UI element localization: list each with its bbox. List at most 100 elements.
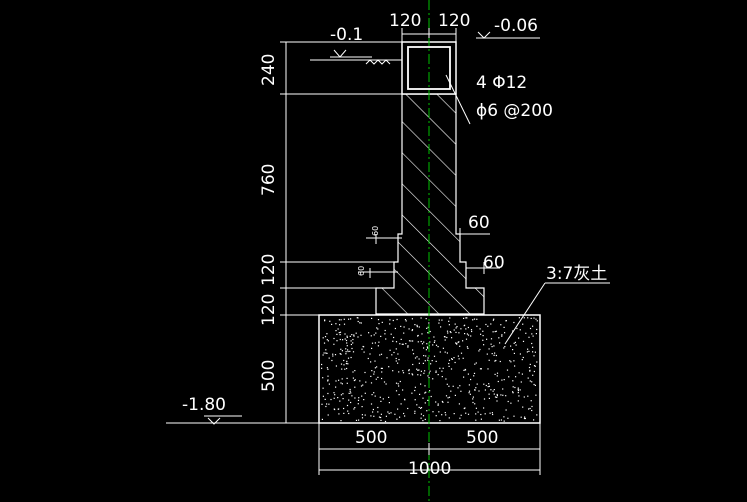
speckle-dot [493, 354, 495, 356]
speckle-dot [473, 372, 476, 374]
speckle-dot [344, 338, 346, 340]
speckle-dot [452, 385, 454, 387]
speckle-dot [496, 400, 498, 402]
speckle-dot [488, 393, 490, 395]
speckle-dot [326, 339, 328, 341]
speckle-dot [495, 359, 497, 362]
speckle-dot [373, 415, 375, 417]
speckle-dot [412, 353, 415, 355]
speckle-dot [335, 386, 337, 388]
speckle-dot [463, 317, 465, 319]
speckle-dot [340, 353, 342, 355]
speckle-dot [374, 360, 376, 362]
speckle-dot [372, 408, 374, 411]
speckle-dot [333, 392, 335, 394]
speckle-dot [447, 401, 449, 403]
speckle-dot [444, 339, 446, 341]
speckle-dot [324, 336, 327, 338]
speckle-dot [505, 409, 507, 411]
speckle-dot [398, 371, 400, 373]
ring-beam-rebar-cage [407, 46, 451, 90]
speckle-dot [342, 339, 344, 341]
speckle-dot [411, 329, 414, 331]
speckle-dot [444, 351, 446, 353]
speckle-dot [357, 403, 359, 405]
speckle-dot [327, 414, 329, 416]
speckle-dot [377, 328, 379, 330]
speckle-dot [524, 416, 526, 418]
speckle-dot [483, 344, 485, 346]
speckle-dot [518, 317, 520, 319]
speckle-dot [348, 412, 350, 415]
speckle-dot [488, 383, 490, 385]
speckle-dot [396, 318, 398, 321]
speckle-dot [380, 413, 382, 415]
speckle-dot [477, 411, 479, 413]
speckle-dot [531, 342, 533, 345]
speckle-dot [361, 414, 363, 416]
speckle-dot [335, 330, 337, 332]
speckle-dot [526, 351, 528, 353]
speckle-dot [322, 387, 324, 389]
speckle-dot [347, 363, 349, 365]
speckle-dot [327, 392, 329, 395]
speckle-dot [435, 360, 437, 362]
speckle-dot [402, 389, 404, 391]
speckle-dot [487, 325, 489, 327]
speckle-dot [459, 385, 461, 387]
rebar-main-label: 4 Φ12 [476, 73, 527, 93]
speckle-dot [522, 340, 525, 342]
speckle-dot [427, 359, 429, 361]
speckle-dot [488, 359, 490, 361]
speckle-dot [346, 377, 348, 379]
speckle-dot [349, 350, 351, 352]
speckle-dot [448, 385, 450, 387]
speckle-dot [472, 401, 474, 404]
speckle-dot [325, 352, 327, 354]
speckle-dot [416, 356, 418, 358]
speckle-dot [446, 383, 448, 385]
speckle-dot [404, 319, 407, 321]
level-bottom: -1.80 [182, 395, 226, 415]
speckle-dot [354, 370, 356, 372]
speckle-dot [407, 346, 409, 348]
speckle-dot [426, 346, 428, 348]
speckle-dot [455, 342, 457, 344]
speckle-dot [429, 390, 431, 392]
speckle-dot [492, 319, 494, 321]
speckle-dot [445, 378, 447, 380]
speckle-dot [343, 323, 346, 325]
speckle-dot [423, 355, 425, 357]
speckle-dot [411, 329, 413, 332]
speckle-dot [439, 351, 441, 353]
speckle-dot [456, 343, 458, 345]
speckle-dot [423, 372, 425, 374]
speckle-dot [473, 318, 476, 320]
speckle-dot [412, 349, 414, 351]
speckle-dot [414, 399, 416, 401]
speckle-dot [322, 377, 324, 379]
speckle-dot [327, 379, 329, 381]
speckle-dot [418, 369, 420, 371]
speckle-dot [453, 329, 455, 331]
speckle-dot [339, 334, 341, 336]
speckle-dot [510, 361, 512, 363]
speckle-dot [370, 361, 372, 363]
speckle-dot [450, 368, 453, 370]
speckle-dot [344, 368, 346, 370]
speckle-dot [490, 389, 492, 391]
speckle-dot [433, 336, 435, 338]
speckle-dot [535, 333, 537, 335]
speckle-dot [394, 413, 396, 415]
speckle-dot [496, 393, 498, 396]
speckle-dot [408, 370, 410, 372]
speckle-dot [510, 345, 512, 347]
speckle-dot [488, 385, 490, 387]
speckle-dot [422, 362, 424, 364]
speckle-dot [533, 419, 535, 421]
speckle-dot [327, 368, 329, 370]
speckle-dot [338, 332, 340, 334]
speckle-dot [329, 320, 331, 322]
speckle-dot [519, 329, 521, 331]
speckle-dot [425, 318, 427, 320]
